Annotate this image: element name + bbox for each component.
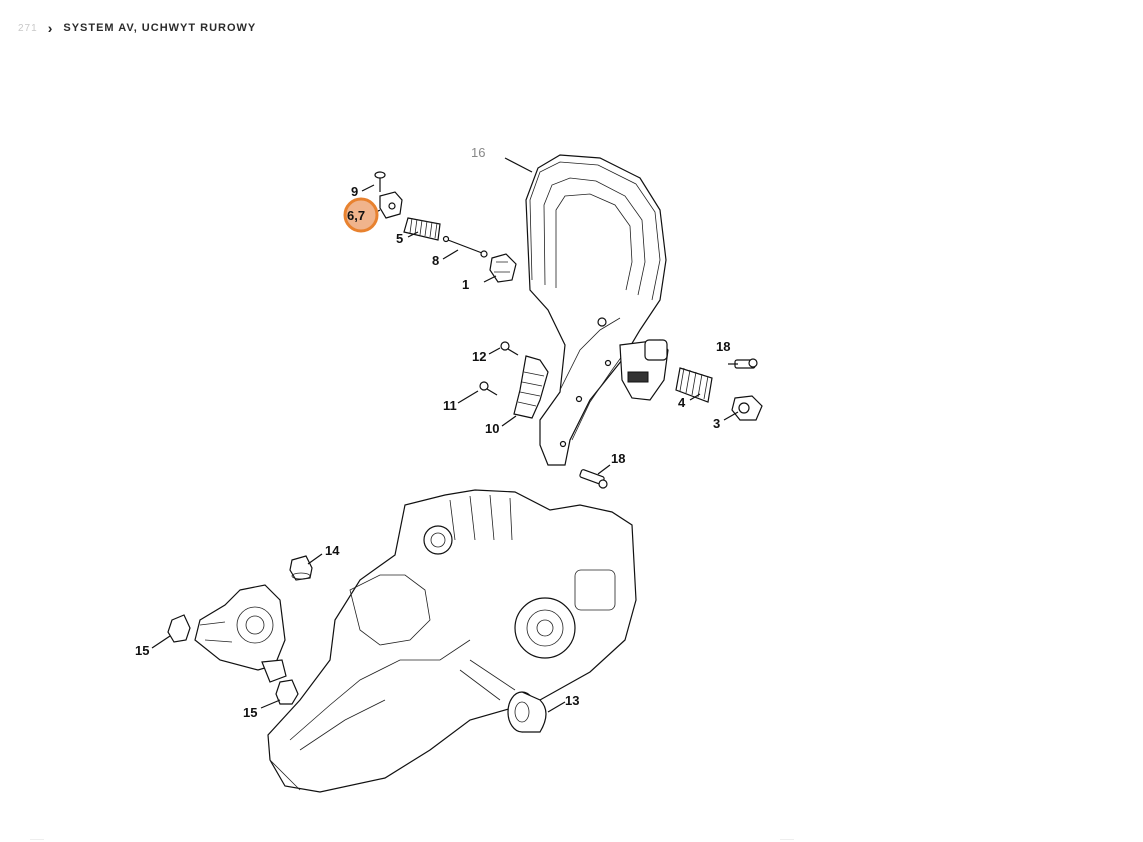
callout-18-bottom[interactable]: 18 [611,451,625,466]
breadcrumb-previous-link[interactable]: 271 [18,22,38,34]
callout-15-bottom[interactable]: 15 [243,705,257,720]
breadcrumb-current: SYSTEM AV, UCHWYT RUROWY [63,22,257,34]
callout-15-top[interactable]: 15 [135,643,149,658]
callout-14[interactable]: 14 [325,543,340,558]
callout-10[interactable]: 10 [485,421,499,436]
part-screw-18-top[interactable] [734,358,758,369]
callout-11[interactable]: 11 [443,398,457,413]
part-buffer-1[interactable] [489,253,517,283]
callout-4[interactable]: 4 [678,395,686,410]
left-cover-assembly-part[interactable] [194,584,287,683]
part-spring-10[interactable] [513,355,549,419]
part-pin-8[interactable] [442,235,488,258]
part-block-6-7[interactable] [379,191,403,219]
part-cap-3[interactable] [731,395,763,421]
callout-16[interactable]: 16 [471,145,485,160]
part-screw-12[interactable] [500,341,519,356]
breadcrumb: 271 › SYSTEM AV, UCHWYT RUROWY [18,16,256,40]
callout-13[interactable]: 13 [565,693,579,708]
part-screw-11[interactable] [479,381,498,396]
handlebar-part[interactable] [525,154,667,466]
part-spring-5[interactable] [403,217,441,241]
leader-lines [151,157,739,713]
callout-1[interactable]: 1 [462,277,469,292]
callout-3[interactable]: 3 [713,416,720,431]
part-screw-9[interactable] [374,171,386,192]
part-plug-14[interactable] [289,555,313,581]
engine-housing-part[interactable] [267,489,637,793]
part-buffer-15-top[interactable] [167,614,191,643]
part-spring-4[interactable] [675,367,713,403]
callout-8[interactable]: 8 [432,253,439,268]
bracket-part[interactable] [619,339,669,401]
callout-6-7[interactable]: 6,7 [347,208,365,223]
footer-divider-left [30,839,44,840]
callout-18-top[interactable]: 18 [716,339,730,354]
callout-5[interactable]: 5 [396,231,403,246]
selected-callout-highlight[interactable] [343,197,379,233]
callout-12[interactable]: 12 [472,349,486,364]
part-ring-13[interactable] [507,691,547,733]
chevron-right-icon: › [47,20,54,36]
footer-divider-right [780,839,794,840]
callout-9[interactable]: 9 [351,184,358,199]
part-screw-18-bottom[interactable] [579,469,608,489]
part-buffer-15-bottom[interactable] [275,679,299,705]
